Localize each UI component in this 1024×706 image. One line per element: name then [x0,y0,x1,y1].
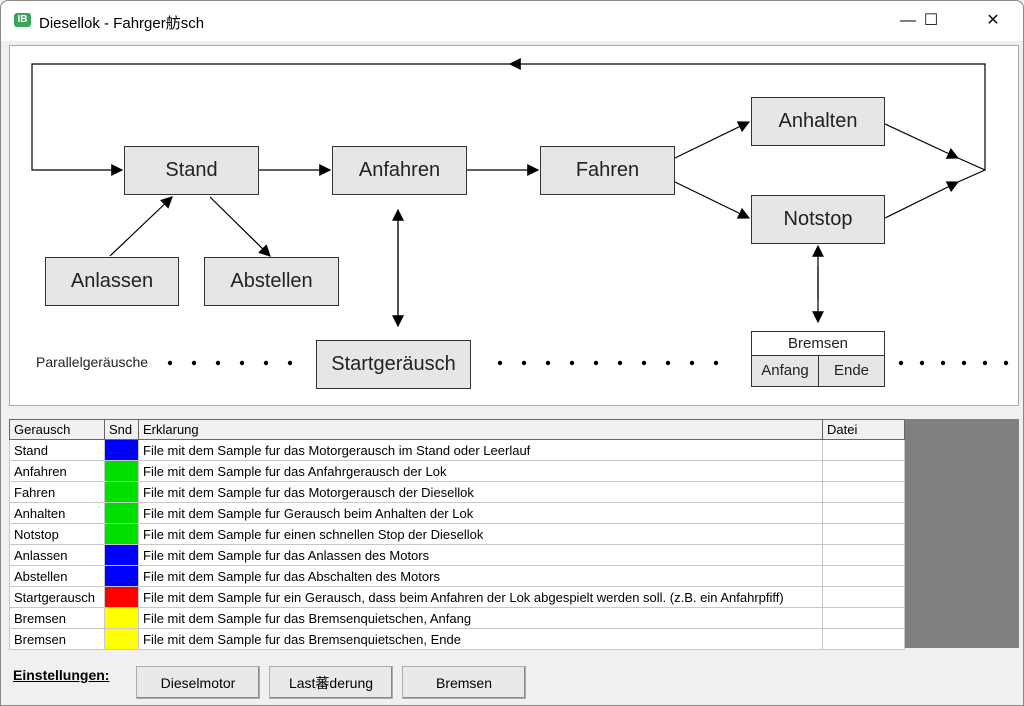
table-row[interactable]: Bremsen File mit dem Sample fur das Brem… [9,628,905,650]
settings-label: Einstellungen: [13,667,110,683]
cell-gerausch[interactable]: Anhalten [9,502,105,524]
sound-color-swatch [105,461,138,481]
cell-snd[interactable] [104,502,139,524]
col-datei[interactable]: Datei [822,419,905,440]
sound-color-swatch [105,566,138,586]
dieselmotor-button[interactable]: Dieselmotor [136,666,260,699]
cell-gerausch[interactable]: Anlassen [9,544,105,566]
minimize-button[interactable]: — [900,12,916,29]
state-diagram: Stand Anfahren Fahren Anhalten Notstop A… [9,45,1019,406]
state-anlassen[interactable]: Anlassen [45,257,179,306]
cell-erklarung[interactable]: File mit dem Sample fur das Motorgerausc… [138,439,823,461]
cell-snd[interactable] [104,544,139,566]
cell-datei[interactable] [822,460,905,482]
cell-snd[interactable] [104,523,139,545]
cell-erklarung[interactable]: File mit dem Sample fur einen schnellen … [138,523,823,545]
close-button[interactable]: ✕ [986,12,1000,29]
state-abstellen[interactable]: Abstellen [204,257,339,306]
bremsen-title: Bremsen [751,331,885,356]
cell-gerausch[interactable]: Bremsen [9,607,105,629]
cell-gerausch[interactable]: Notstop [9,523,105,545]
state-startgeraeusch[interactable]: Startgeräusch [316,340,471,389]
bremsen-ende[interactable]: Ende [818,355,885,387]
cell-snd[interactable] [104,439,139,461]
window-title: Diesellok - Fahrger舫sch [39,15,205,32]
sound-color-swatch [105,545,138,565]
title-bar: IB Diesellok - Fahrger舫sch — ☐ ✕ [1,1,1023,41]
cell-datei[interactable] [822,439,905,461]
bremsen-anfang[interactable]: Anfang [751,355,819,387]
cell-datei[interactable] [822,565,905,587]
cell-datei[interactable] [822,502,905,524]
cell-datei[interactable] [822,586,905,608]
col-erklarung[interactable]: Erklarung [138,419,823,440]
cell-gerausch[interactable]: Stand [9,439,105,461]
cell-datei[interactable] [822,523,905,545]
cell-snd[interactable] [104,481,139,503]
cell-gerausch[interactable]: Bremsen [9,628,105,650]
sound-color-swatch [105,440,138,460]
cell-erklarung[interactable]: File mit dem Sample fur das Bremsenquiet… [138,628,823,650]
sound-color-swatch [105,482,138,502]
sound-table-area: Gerausch Snd Erklarung Datei Stand File … [9,419,1019,650]
state-fahren[interactable]: Fahren [540,146,675,195]
sound-color-swatch [105,503,138,523]
maximize-button[interactable]: ☐ [923,12,939,29]
table-row[interactable]: Stand File mit dem Sample fur das Motorg… [9,439,905,461]
cell-erklarung[interactable]: File mit dem Sample fur ein Gerausch, da… [138,586,823,608]
state-anfahren[interactable]: Anfahren [332,146,467,195]
lastaenderung-button[interactable]: Last蕃derung [269,666,393,699]
sound-table: Gerausch Snd Erklarung Datei Stand File … [9,419,905,650]
cell-datei[interactable] [822,481,905,503]
cell-erklarung[interactable]: File mit dem Sample fur das Anlassen des… [138,544,823,566]
cell-erklarung[interactable]: File mit dem Sample fur das Anfahrgeraus… [138,460,823,482]
state-notstop[interactable]: Notstop [751,195,885,244]
col-gerausch[interactable]: Gerausch [9,419,105,440]
table-row[interactable]: Anfahren File mit dem Sample fur das Anf… [9,460,905,482]
table-row[interactable]: Anhalten File mit dem Sample fur Gerausc… [9,502,905,524]
sound-color-swatch [105,587,138,607]
cell-snd[interactable] [104,607,139,629]
cell-datei[interactable] [822,628,905,650]
cell-erklarung[interactable]: File mit dem Sample fur das Bremsenquiet… [138,607,823,629]
cell-gerausch[interactable]: Fahren [9,481,105,503]
sound-color-swatch [105,629,138,649]
parallel-label: Parallelgeräusche [36,354,149,370]
col-snd[interactable]: Snd [104,419,139,440]
table-row[interactable]: Notstop File mit dem Sample fur einen sc… [9,523,905,545]
cell-snd[interactable] [104,628,139,650]
table-row[interactable]: Anlassen File mit dem Sample fur das Anl… [9,544,905,566]
cell-snd[interactable] [104,460,139,482]
state-stand[interactable]: Stand [124,146,259,195]
cell-erklarung[interactable]: File mit dem Sample fur das Motorgerausc… [138,481,823,503]
diagram-connectors [31,58,1009,366]
table-row[interactable]: Abstellen File mit dem Sample fur das Ab… [9,565,905,587]
table-row[interactable]: Startgerausch File mit dem Sample fur ei… [9,586,905,608]
sound-color-swatch [105,608,138,628]
state-anhalten[interactable]: Anhalten [751,97,885,146]
cell-erklarung[interactable]: File mit dem Sample fur Gerausch beim An… [138,502,823,524]
table-row[interactable]: Bremsen File mit dem Sample fur das Brem… [9,607,905,629]
cell-snd[interactable] [104,565,139,587]
cell-datei[interactable] [822,607,905,629]
cell-datei[interactable] [822,544,905,566]
cell-gerausch[interactable]: Startgerausch [9,586,105,608]
app-icon: IB [14,13,31,27]
cell-gerausch[interactable]: Anfahren [9,460,105,482]
bremsen-button[interactable]: Bremsen [402,666,526,699]
table-row[interactable]: Fahren File mit dem Sample fur das Motor… [9,481,905,503]
cell-erklarung[interactable]: File mit dem Sample fur das Abschalten d… [138,565,823,587]
cell-gerausch[interactable]: Abstellen [9,565,105,587]
cell-snd[interactable] [104,586,139,608]
sound-color-swatch [105,524,138,544]
